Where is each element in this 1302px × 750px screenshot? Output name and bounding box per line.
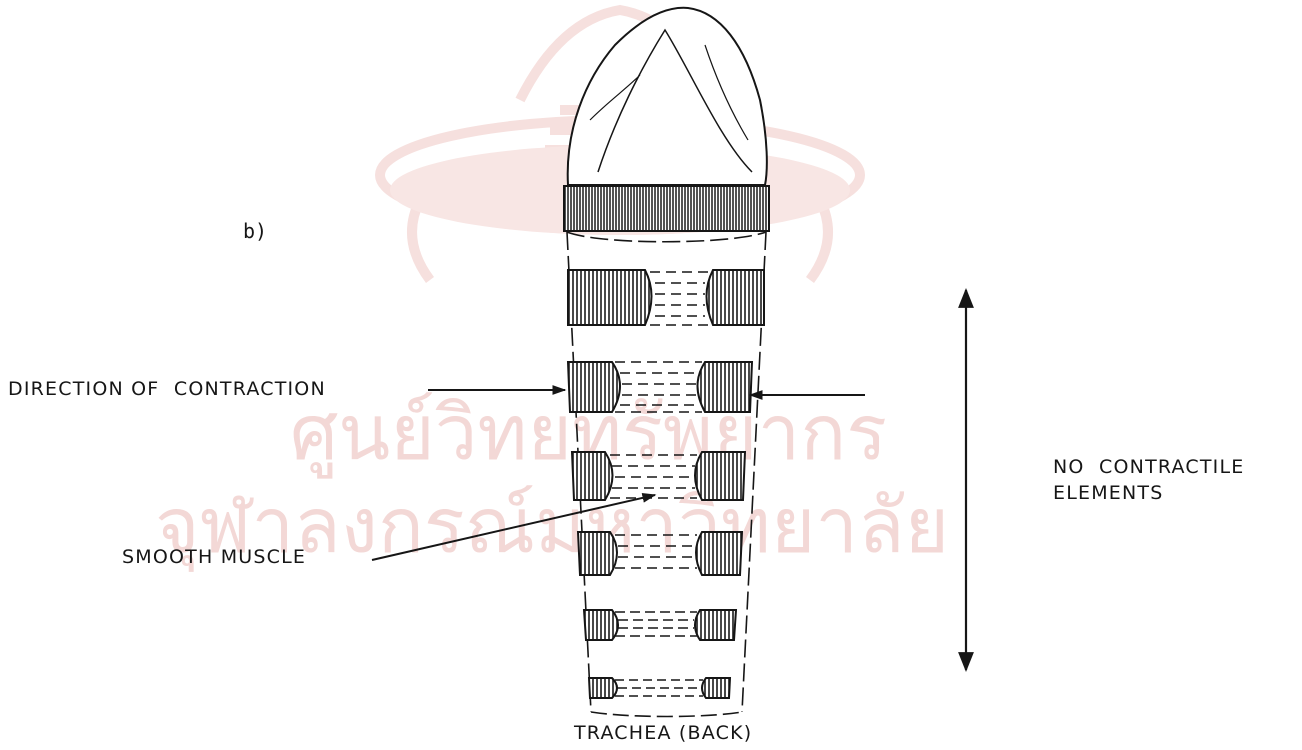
- trachea-bottom-edge: [591, 712, 742, 717]
- cartilage-ring-5: [584, 610, 736, 640]
- label-smooth-muscle: SMOOTH MUSCLE: [122, 548, 306, 567]
- cricoid-band: [564, 186, 769, 231]
- larynx-top: [568, 8, 767, 185]
- label-no-contractile-line2: ELEMENTS: [1053, 484, 1163, 503]
- cartilage-ring-1: [568, 270, 764, 325]
- label-no-contractile-line1: NO CONTRACTILE: [1053, 458, 1244, 477]
- figure-caption: TRACHEA (BACK): [574, 724, 752, 743]
- cartilage-ring-4: [578, 532, 742, 575]
- cartilage-ring-2: [568, 362, 752, 412]
- cartilage-ring-6: [589, 678, 730, 698]
- label-direction-of-contraction: DIRECTION OF CONTRACTION: [8, 380, 326, 399]
- cartilage-ring-3: [572, 452, 745, 500]
- panel-label: b): [243, 221, 267, 241]
